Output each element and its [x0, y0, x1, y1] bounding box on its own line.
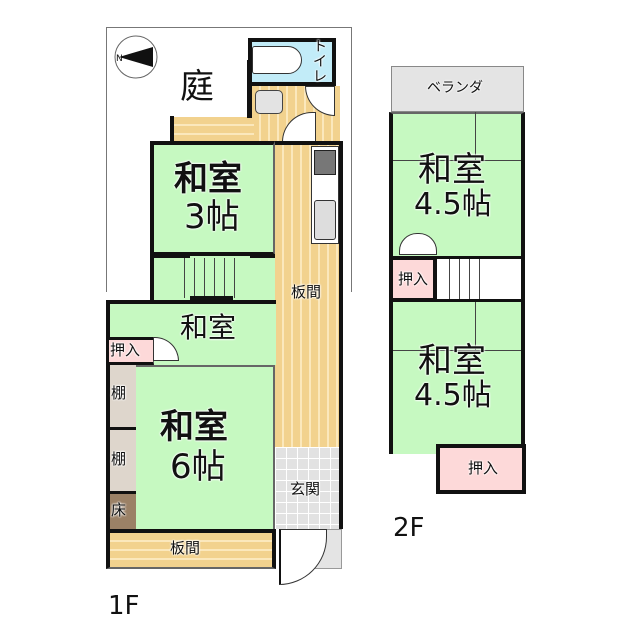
floor-1f: N 庭 トイレ 和室 3帖 板間 和室 押入 棚 棚 床 和室 6帖 玄関: [106, 27, 352, 621]
stair-steps: [175, 258, 235, 298]
entrance-door-icon[interactable]: [279, 529, 327, 585]
closet-oshiire-south[interactable]: [436, 444, 526, 494]
toilet-label: トイレ: [313, 39, 327, 85]
room-genkan[interactable]: [275, 447, 343, 529]
compass-icon: N: [113, 34, 159, 80]
room-washitsu-3[interactable]: [150, 141, 275, 256]
room-label: 和室: [418, 341, 486, 381]
room-label: 床: [111, 501, 127, 519]
room-size: 6帖: [170, 447, 226, 487]
room-label: 押入: [468, 459, 499, 477]
shelf-1: [106, 365, 136, 427]
room-label: 和室: [180, 311, 237, 344]
sink-icon: [314, 200, 336, 240]
room-label: 和室: [174, 159, 242, 199]
room-label: 玄関: [290, 480, 321, 498]
room-size: 4.5帖: [414, 378, 492, 413]
veranda[interactable]: [391, 66, 524, 112]
room-label: 和室: [418, 150, 486, 190]
garden-label: 庭: [180, 67, 214, 107]
tatami-line: [475, 112, 476, 160]
room-itama-south[interactable]: [106, 529, 276, 569]
room-label: ベランダ: [427, 80, 483, 96]
room-label: 和室: [160, 407, 228, 447]
room-label: 棚: [111, 450, 127, 468]
closet-oshiire[interactable]: [106, 337, 154, 365]
garden-area: [106, 27, 352, 292]
closet-oshiire-2f[interactable]: [389, 256, 437, 302]
room-washitsu-6[interactable]: [136, 365, 275, 529]
svg-text:N: N: [116, 54, 123, 64]
room-label: 押入: [110, 341, 141, 359]
washbasin-icon: [255, 90, 283, 114]
room-washitsu-45-north[interactable]: [389, 112, 525, 256]
stair-steps: [440, 259, 480, 299]
tatami-line: [393, 350, 521, 351]
room-label: 板間: [170, 539, 201, 557]
room-label: 棚: [111, 384, 127, 402]
wall: [247, 60, 252, 118]
toilet-icon: [252, 46, 302, 74]
wall: [250, 254, 275, 258]
room-size: 3帖: [184, 197, 240, 237]
north-corridor: [172, 117, 254, 142]
stove-icon: [314, 150, 336, 175]
floor-2f: ベランダ 和室 4.5帖 押入 和室 4.5帖 押入 2F: [370, 0, 640, 640]
toko: [106, 491, 136, 529]
tatami-line: [475, 302, 476, 350]
wall: [190, 296, 233, 300]
shelf-2: [106, 427, 136, 491]
room-label: 押入: [398, 270, 429, 288]
wall: [170, 116, 174, 144]
room-label: 板間: [291, 283, 322, 301]
wall: [150, 254, 190, 258]
room-washitsu-45-south[interactable]: [389, 302, 525, 454]
floor-label-2f: 2F: [393, 513, 425, 543]
floor-label-1f: 1F: [108, 591, 140, 621]
room-size: 4.5帖: [414, 187, 492, 222]
tatami-line: [393, 160, 521, 161]
